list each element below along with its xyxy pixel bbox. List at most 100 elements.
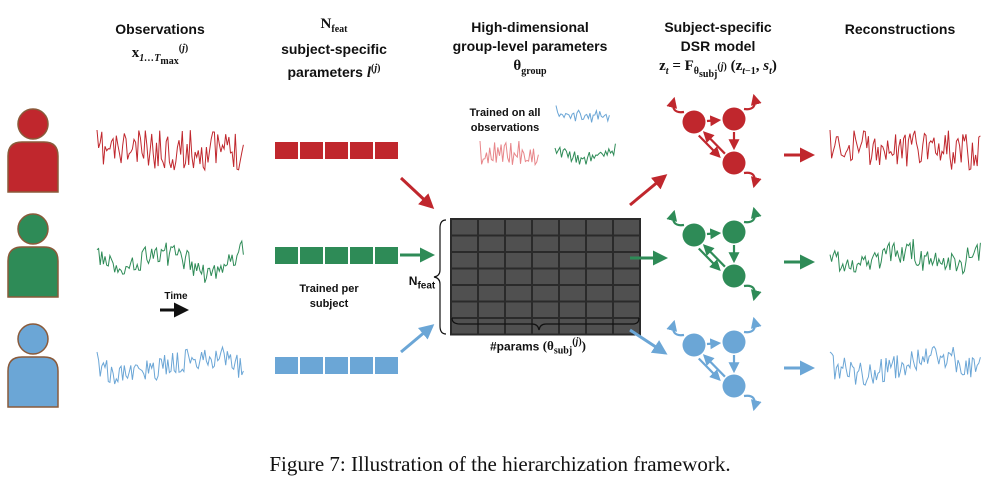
matrix-cell — [587, 319, 612, 334]
matrix-cell — [506, 302, 531, 317]
matrix-cell — [506, 269, 531, 284]
subject-red-person-icon — [7, 108, 59, 193]
matrix-cell — [560, 236, 585, 251]
note-trained-per-subject: Trained per subject — [299, 283, 359, 310]
matrix-cell — [533, 269, 558, 284]
subject-red-param-square — [325, 142, 348, 159]
subject-blue-param-square — [325, 357, 348, 374]
subject-blue-person-icon — [7, 323, 59, 408]
header-group-params: High-dimensional group-level parameters … — [453, 18, 608, 82]
matrix-cell — [587, 253, 612, 268]
matrix-cell — [560, 253, 585, 268]
matrix-cell — [506, 220, 531, 235]
matrix-cell — [452, 302, 477, 317]
matrix-cell — [479, 286, 504, 301]
subject-red-observation-series — [96, 129, 244, 172]
subject-green-observation-series — [96, 239, 244, 283]
matrix-cell — [506, 236, 531, 251]
matrix-cell — [533, 220, 558, 235]
dsr-equation: zt = Fθsubj(j) (zt−1, st) — [659, 58, 777, 80]
train-series-green — [554, 143, 616, 165]
time-label: Time — [164, 291, 188, 302]
matrix-cell — [452, 253, 477, 268]
matrix-cell — [587, 236, 612, 251]
observation-symbol: x1…Tmax(j) — [131, 43, 189, 67]
matrix-cell — [452, 269, 477, 284]
theta-group-symbol: θgroup — [513, 58, 547, 77]
n-feat-symbol: Nfeat — [320, 16, 348, 35]
arrow-matrix-to-blue-dsr — [629, 328, 668, 355]
matrix-cell — [479, 302, 504, 317]
matrix-cell — [587, 220, 612, 235]
subject-blue-param-square — [350, 357, 373, 374]
matrix-cell — [560, 319, 585, 334]
matrix-cell — [587, 269, 612, 284]
figure-artwork — [7, 93, 981, 412]
params-brace — [451, 317, 640, 331]
n-feat-brace — [433, 219, 447, 335]
matrix-cell — [479, 220, 504, 235]
matrix-cell — [533, 302, 558, 317]
subject-red-param-square — [350, 142, 373, 159]
subject-green-param-square — [300, 247, 323, 264]
matrix-cell — [587, 302, 612, 317]
matrix-cell — [533, 236, 558, 251]
subject-red-param-square — [275, 142, 298, 159]
matrix-cell — [533, 286, 558, 301]
matrix-cell — [452, 236, 477, 251]
matrix-cell — [479, 253, 504, 268]
subject-red-dsr-network — [666, 93, 762, 189]
subject-blue-reconstruction-series — [829, 345, 981, 386]
matrix-cell — [614, 236, 639, 251]
note-trained-on-all: Trained on all observations — [469, 107, 541, 134]
arrow-red-to-matrix — [399, 176, 435, 210]
subject-red-param-square — [300, 142, 323, 159]
subject-red-reconstruction-series — [829, 129, 981, 171]
matrix-cell — [452, 220, 477, 235]
header-observations: Observations x1…Tmax(j) — [115, 20, 204, 72]
matrix-cell — [560, 302, 585, 317]
matrix-cell — [533, 253, 558, 268]
matrix-cell — [614, 286, 639, 301]
matrix-cell — [452, 286, 477, 301]
matrix-cell — [614, 220, 639, 235]
train-series-red — [479, 140, 539, 167]
arrow-matrix-to-red-dsr — [629, 174, 668, 207]
matrix-cell — [479, 269, 504, 284]
header-subject-params: Nfeat subject-specific parameters l(j) — [281, 16, 387, 81]
subject-green-person-icon — [7, 213, 59, 298]
matrix-cell — [560, 286, 585, 301]
matrix-cell — [614, 319, 639, 334]
matrix-cell — [614, 253, 639, 268]
subject-green-param-square — [350, 247, 373, 264]
subject-green-reconstruction-series — [829, 239, 981, 275]
subject-green-param-square — [325, 247, 348, 264]
matrix-cell — [560, 220, 585, 235]
subject-red-param-square — [375, 142, 398, 159]
matrix-cell — [614, 269, 639, 284]
n-feat-side-label: Nfeat — [408, 274, 436, 292]
subject-blue-observation-series — [96, 345, 244, 385]
matrix-cell — [452, 319, 477, 334]
subject-green-dsr-network — [666, 206, 762, 302]
matrix-cell — [587, 286, 612, 301]
matrix-cell — [506, 286, 531, 301]
arrow-blue-to-matrix — [400, 324, 435, 354]
subject-blue-dsr-network — [666, 316, 762, 412]
params-count-label: #params (θsubj(j)) — [489, 337, 587, 357]
matrix-cell — [506, 319, 531, 334]
matrix-cell — [479, 319, 504, 334]
matrix-cell — [479, 236, 504, 251]
header-dsr-model: Subject-specific DSR model zt = Fθsubj(j… — [659, 18, 777, 85]
matrix-cell — [506, 253, 531, 268]
subject-green-param-square — [275, 247, 298, 264]
subject-blue-param-square — [375, 357, 398, 374]
figure-caption: Figure 7: Illustration of the hierarchiz… — [269, 452, 731, 476]
subject-blue-param-square — [275, 357, 298, 374]
matrix-cell — [614, 302, 639, 317]
matrix-cell — [560, 269, 585, 284]
subject-blue-param-square — [300, 357, 323, 374]
train-series-blue — [555, 105, 610, 123]
subject-green-param-square — [375, 247, 398, 264]
